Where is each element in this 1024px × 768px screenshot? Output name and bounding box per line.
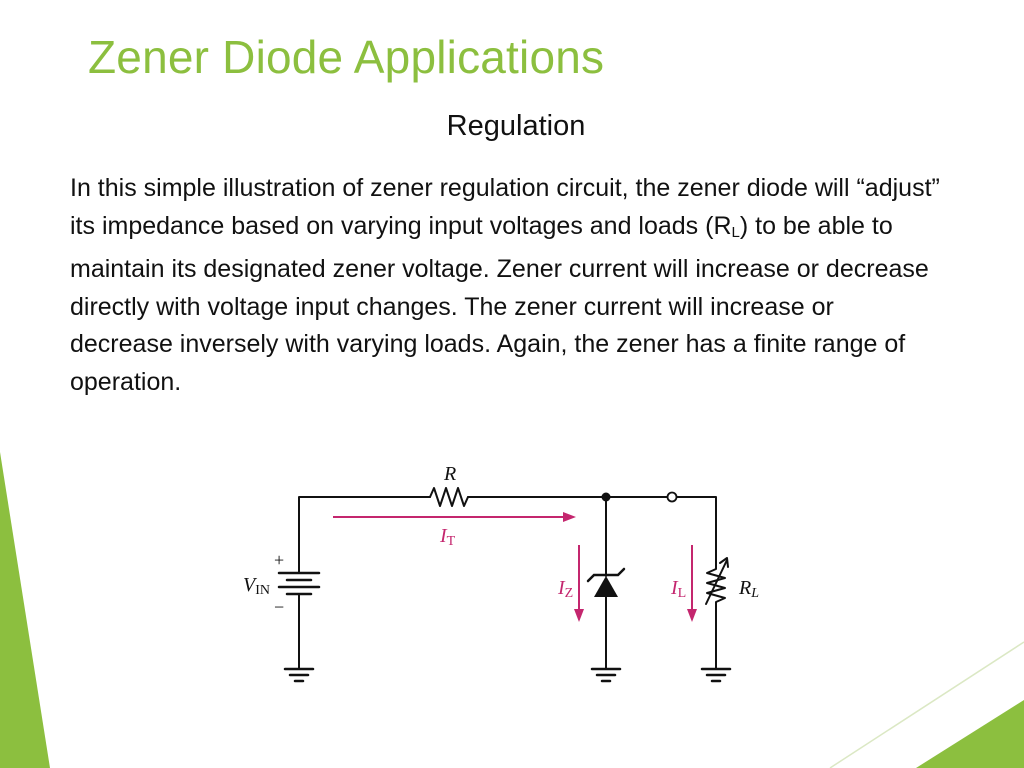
wire-terminal-to-load <box>676 496 717 567</box>
body-text-subscript: L <box>731 223 740 241</box>
current-arrow-il <box>687 545 697 622</box>
battery-minus-sign: − <box>274 597 284 617</box>
load-label-rl: RL <box>738 577 759 601</box>
ground-symbol <box>700 667 732 683</box>
output-terminal <box>666 491 678 503</box>
bottom-right-accent-line <box>829 641 1024 768</box>
slide-subtitle: Regulation <box>446 110 586 142</box>
current-arrow-it <box>333 512 576 522</box>
current-label-iz: IZ <box>557 577 573 601</box>
battery-plus-sign: + <box>274 550 284 570</box>
circuit-wires <box>298 487 717 669</box>
load-resistor-rl <box>705 557 729 607</box>
zener-diode <box>586 567 626 597</box>
source-label-vin: VIN <box>243 574 270 598</box>
body-paragraph: In this simple illustration of zener reg… <box>70 170 940 401</box>
left-green-triangle <box>0 452 50 768</box>
battery-vin <box>277 567 321 601</box>
ground-symbol <box>283 667 315 683</box>
resistor-label: R <box>443 463 456 485</box>
junction-node <box>601 492 611 502</box>
body-text-part-2: ) to be able to maintain its designated … <box>70 211 929 396</box>
slide-title: Zener Diode Applications <box>88 31 605 83</box>
resistor-r <box>429 487 469 507</box>
current-arrow-iz <box>574 545 584 622</box>
body-text-part-1: In this simple illustration of zener reg… <box>70 174 940 240</box>
ground-symbol <box>590 667 622 683</box>
wire-source-to-resistor <box>298 496 431 569</box>
bottom-right-green-triangle <box>916 700 1024 768</box>
current-label-it: IT <box>439 525 456 549</box>
current-label-il: IL <box>670 577 686 601</box>
